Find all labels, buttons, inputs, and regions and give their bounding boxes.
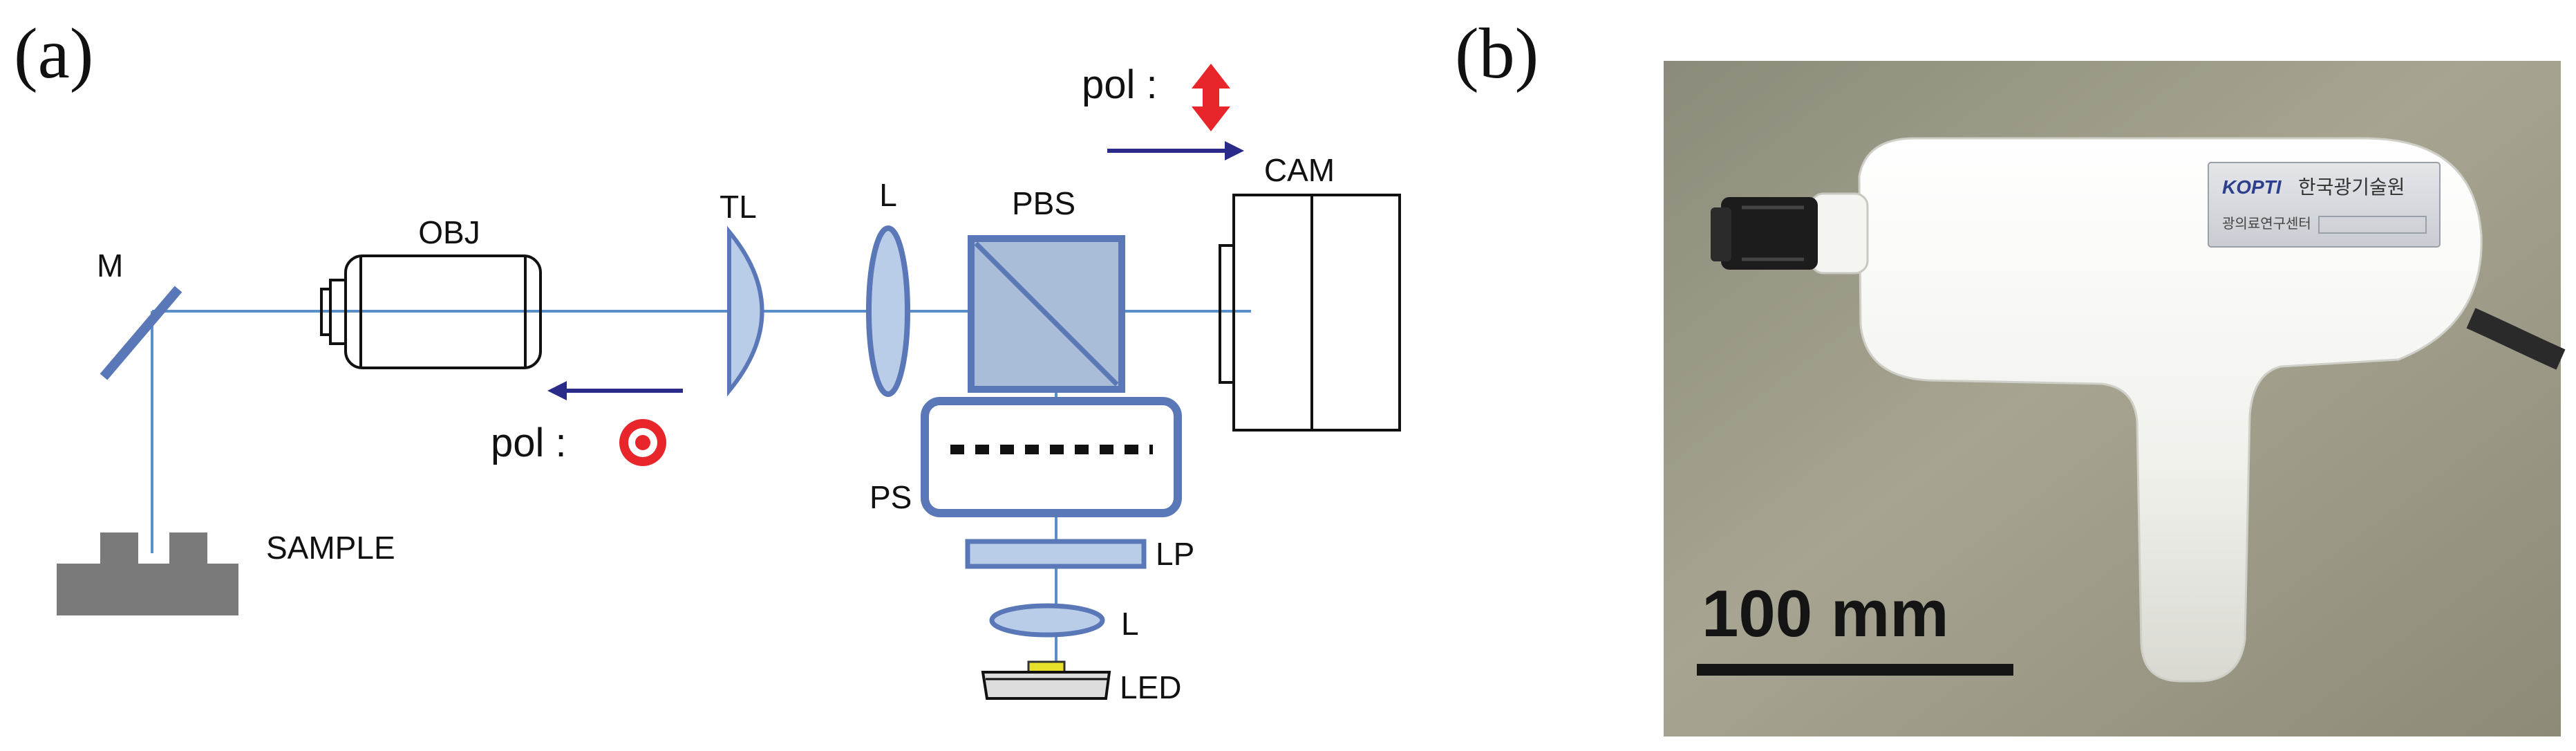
panel-b: (b) — [1455, 14, 2566, 736]
camera-label: CAM — [1264, 152, 1335, 188]
camera — [1219, 194, 1401, 432]
led — [981, 660, 1111, 700]
linear-polarizer — [965, 539, 1147, 569]
tube-lens — [727, 225, 764, 397]
lens-top — [866, 225, 910, 397]
polarizing-beam-splitter — [968, 235, 1125, 393]
scale-bar-label: 100 mm — [1702, 577, 1949, 651]
tube-lens-label: TL — [720, 189, 757, 225]
led-label: LED — [1120, 669, 1181, 705]
scale-bar — [1697, 664, 2013, 676]
panel-a: (a) M SAMPLE OBJ TL L — [14, 14, 1401, 705]
device-label-plate: KOPTI 한국광기술원 광의료연구센터 — [2208, 162, 2441, 248]
lens-bottom — [989, 603, 1105, 638]
objective-label: OBJ — [418, 214, 480, 250]
lens-top-label: L — [879, 177, 897, 213]
ps-label: PS — [869, 479, 912, 515]
sample — [57, 532, 238, 615]
direction-arrow-left-icon — [547, 381, 683, 400]
direction-arrow-right-icon — [1107, 141, 1244, 160]
double-vertical-arrow-icon — [1192, 64, 1230, 131]
sample-label: SAMPLE — [266, 530, 395, 566]
objective — [320, 254, 542, 369]
korean-name: 한국광기술원 — [2298, 176, 2405, 198]
bullseye-icon — [619, 419, 666, 466]
device-collar — [1809, 192, 1869, 275]
pbs-label: PBS — [1012, 185, 1075, 221]
panel-b-label: (b) — [1455, 14, 1539, 93]
pattern-slit — [921, 397, 1182, 517]
lp-label: LP — [1156, 536, 1194, 572]
lens-bottom-label: L — [1121, 606, 1139, 642]
mirror-label: M — [97, 248, 123, 284]
brand-text: KOPTI — [2222, 176, 2282, 198]
mirror — [100, 286, 182, 380]
panel-a-label: (a) — [14, 14, 93, 93]
pol-top-label: pol : — [1082, 62, 1158, 107]
device-cable — [2466, 308, 2566, 370]
pol-bottom-label: pol : — [491, 420, 567, 465]
handheld-device — [1858, 137, 2483, 683]
center-name: 광의료연구센터 — [2222, 215, 2311, 232]
device-tip — [1711, 197, 1818, 270]
